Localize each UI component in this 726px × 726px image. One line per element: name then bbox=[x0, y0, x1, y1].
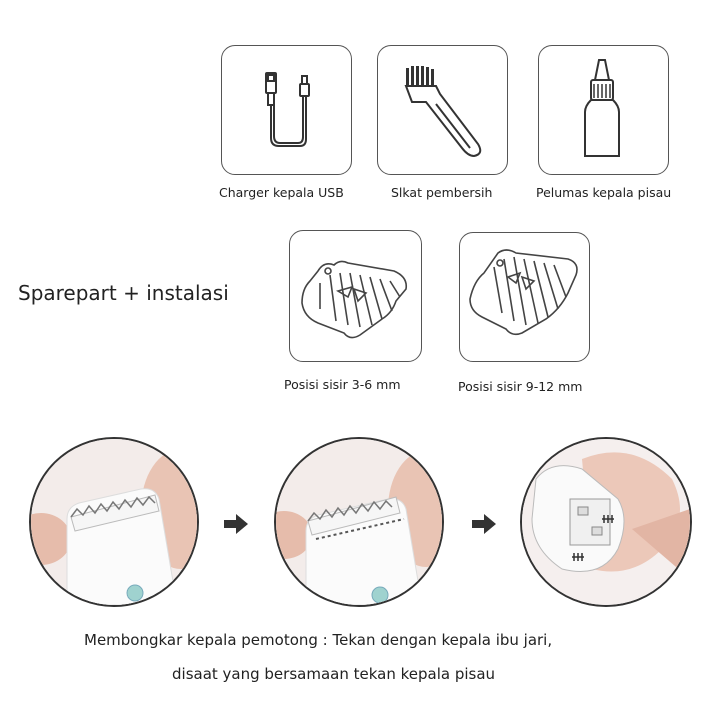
comb-short-label: Posisi sisir 3-6 mm bbox=[284, 377, 401, 392]
usb-charger-label: Charger kepala USB bbox=[219, 185, 344, 200]
oil-bottle-box bbox=[538, 45, 669, 175]
comb-short-box bbox=[289, 230, 422, 362]
usb-cable-icon bbox=[265, 72, 310, 147]
section-title: Sparepart + instalasi bbox=[18, 281, 229, 305]
usb-charger-box bbox=[221, 45, 352, 175]
step-2-photo bbox=[274, 437, 444, 607]
arrow-right-icon bbox=[472, 514, 496, 534]
comb-long-box bbox=[459, 232, 590, 362]
clipper-head-attached-icon bbox=[31, 439, 197, 605]
cleaning-brush-box bbox=[377, 45, 508, 175]
instruction-line-1: Membongkar kepala pemotong : Tekan denga… bbox=[84, 631, 553, 649]
cleaning-brush-icon bbox=[404, 66, 482, 158]
step-3-photo bbox=[520, 437, 692, 607]
comb-guard-short-icon bbox=[301, 260, 408, 339]
clipper-head-lifting-icon bbox=[276, 439, 442, 605]
oil-bottle-label: Pelumas kepala pisau bbox=[536, 185, 672, 200]
comb-guard-long-icon bbox=[469, 249, 578, 336]
clipper-head-removed-icon bbox=[522, 439, 690, 605]
step-1-photo bbox=[29, 437, 199, 607]
comb-long-label: Posisi sisir 9-12 mm bbox=[458, 379, 583, 394]
cleaning-brush-label: Slkat pembersih bbox=[391, 185, 493, 200]
instruction-line-2: disaat yang bersamaan tekan kepala pisau bbox=[172, 665, 496, 683]
arrow-right-icon bbox=[224, 514, 248, 534]
oil-bottle-icon bbox=[584, 59, 620, 157]
